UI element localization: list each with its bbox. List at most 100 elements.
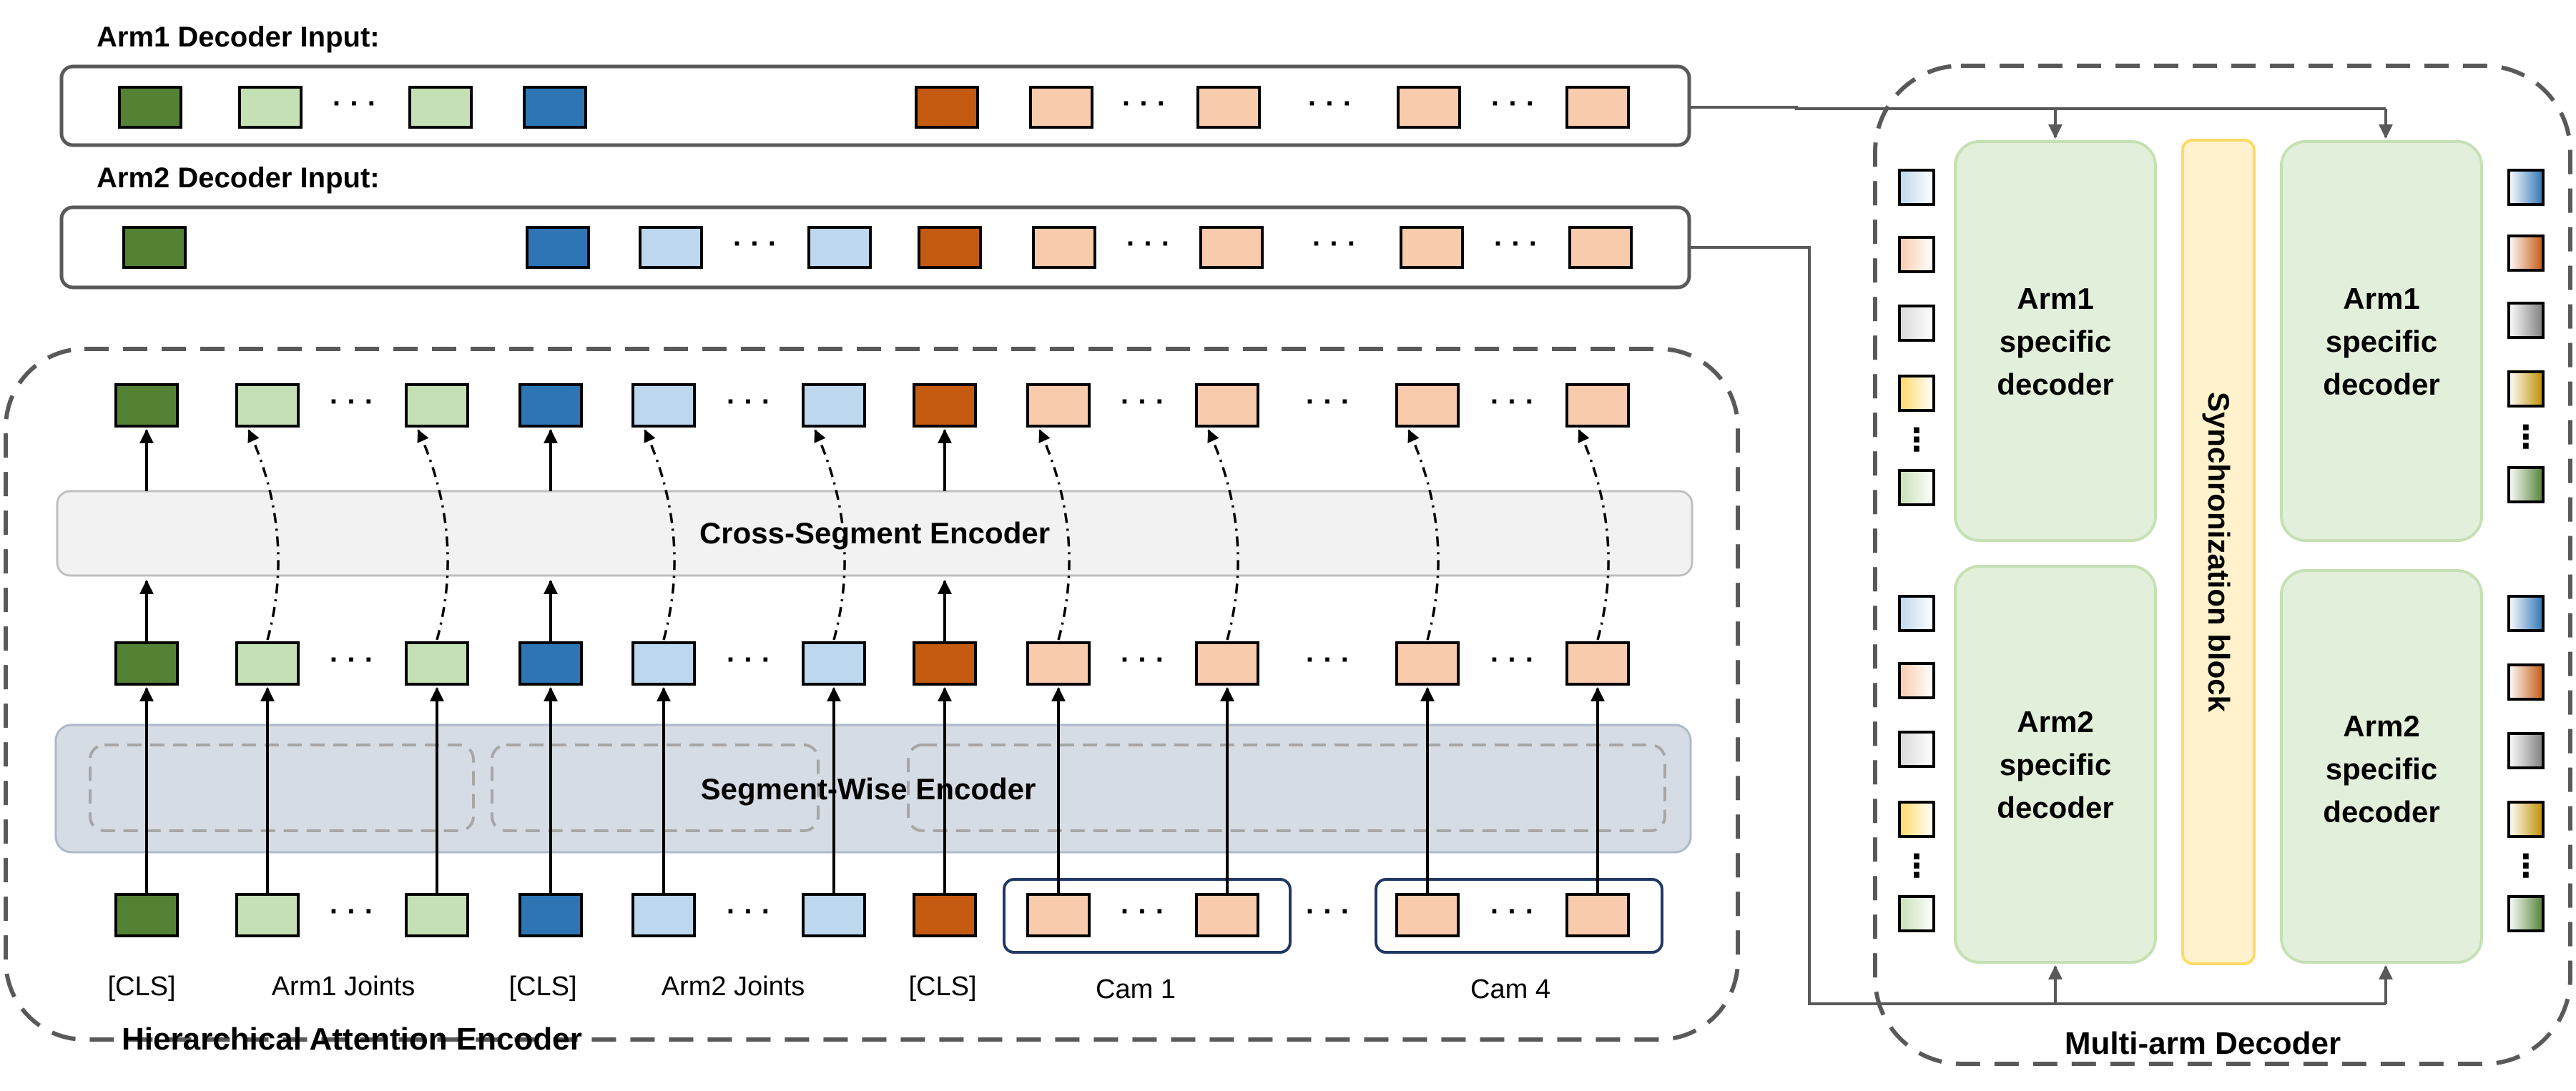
enc-mid-token-cls-arm2-3 [518, 641, 583, 686]
encoder-dashed-connections [247, 429, 1610, 641]
enc-top-token-cls-cam-6 [913, 383, 977, 428]
decoder-right-upper-token-blue [2507, 169, 2545, 206]
arm1-decoder-right-line-1: Arm1 [2343, 282, 2419, 315]
arm1-input-ellipsis-2: · · · [1308, 88, 1352, 119]
token-label-cam1: Cam 1 [1096, 974, 1176, 1004]
arm1-input-token-cam-patch-5 [1029, 86, 1093, 129]
cross-segment-encoder-label: Cross-Segment Encoder [699, 516, 1050, 550]
encoder-arrows [139, 429, 1605, 893]
arm2-decoder-right [2280, 569, 2483, 964]
decoder-left-lower-token-yellow [1898, 801, 1935, 838]
decoder-right-lower-token-orange [2507, 663, 2545, 701]
cross-segment-encoder-box [56, 490, 1693, 577]
encoder-middle-tokens: · · ·· · ·· · ·· · ·· · · [114, 641, 1630, 686]
synchronization-block [2181, 139, 2256, 965]
decoder-left-lower-token-blue [1898, 595, 1935, 632]
decoder-right-upper-token-yellow [2507, 370, 2545, 408]
cam4-group-box [1375, 878, 1663, 954]
enc-bot-token-cls-cam-6 [913, 893, 977, 937]
enc-top-token-cls-arm1-0 [114, 383, 179, 428]
decoder-right-lower-vertical-ellipsis: ⋮ [2510, 849, 2542, 884]
enc-skip-connection-4 [644, 429, 676, 641]
arm2-input-token-cam-patch-6 [1199, 226, 1264, 269]
decoder-left-upper-token-green [1898, 469, 1935, 506]
hierarchical-encoder-frame [4, 347, 1740, 1042]
enc-top-token-cam-patch-8 [1195, 383, 1259, 428]
enc-bot-token-cam-patch-10 [1565, 893, 1630, 937]
enc-top-token-cam-patch-10 [1565, 383, 1630, 428]
enc-top-token-cam-patch-7 [1026, 383, 1091, 428]
enc-top-token-arm2-joint-4 [631, 383, 696, 428]
arm1-decoder-input-tokens: · · ·· · ·· · ·· · · [118, 86, 1630, 129]
enc-top-token-arm2-joint-5 [802, 383, 866, 428]
arm1-input-token-cls-cam-4 [915, 86, 979, 129]
enc-skip-connection-8 [1207, 429, 1239, 641]
enc-mid-ellipsis-4: · · · [1490, 644, 1535, 676]
enc-mid-token-arm1-joint-2 [405, 641, 469, 686]
decoder-right-lower-token-blue [2507, 595, 2545, 632]
token-label-cls-3: [CLS] [908, 972, 976, 1002]
decoder-right-upper-vertical-ellipsis: ⋮ [2510, 420, 2542, 455]
arm1-decoder-right-line-2: specific [2326, 325, 2437, 358]
token-label-arm1-joints: Arm1 Joints [272, 972, 416, 1002]
encoder-input-tokens: · · ·· · ·· · ·· · ·· · · [114, 893, 1630, 937]
enc-bot-token-arm1-joint-2 [405, 893, 469, 937]
arm2-decoder-right-line-2: specific [2326, 752, 2437, 786]
arm2-input-token-cam-patch-5 [1032, 226, 1096, 269]
enc-bot-token-cam-patch-7 [1026, 893, 1091, 937]
arm2-input-token-cls-arm2-1 [526, 226, 590, 269]
arm2-input-token-cls-cam-4 [918, 226, 982, 269]
arm2-decoder-left [1954, 565, 2157, 964]
enc-mid-token-arm1-joint-1 [235, 641, 300, 686]
enc-bot-ellipsis-4: · · · [1490, 896, 1535, 927]
arm2-input-ellipsis-3: · · · [1494, 228, 1538, 260]
enc-mid-token-arm2-joint-4 [631, 641, 696, 686]
enc-mid-ellipsis-3: · · · [1306, 644, 1350, 676]
enc-mid-ellipsis-2: · · · [1121, 644, 1165, 676]
arm2-decoder-input-tokens: · · ·· · ·· · ·· · · [122, 226, 1633, 269]
arm2-decoder-input-label: Arm2 Decoder Input: [97, 162, 380, 194]
decoder-left-lower-token-green [1898, 895, 1935, 932]
enc-mid-token-cam-patch-8 [1195, 641, 1259, 686]
arm2-input-connector [1689, 246, 2386, 1005]
segment-group-arm2 [491, 744, 820, 832]
arm2-input-ellipsis-0: · · · [733, 228, 777, 260]
sync-block-label: Synchronization block [2202, 392, 2236, 713]
decoder-right-upper-token-green [2507, 466, 2545, 503]
enc-skip-connection-1 [247, 429, 280, 641]
enc-mid-token-arm2-joint-5 [802, 641, 866, 686]
arm1-input-token-cls-arm2-3 [523, 86, 587, 129]
enc-top-ellipsis-4: · · · [1490, 386, 1535, 418]
enc-mid-ellipsis-0: · · · [330, 644, 374, 676]
hierarchical-encoder-title: Hierarchical Attention Encoder [122, 1022, 582, 1057]
arm1-decoder-left [1954, 140, 2157, 542]
enc-top-ellipsis-2: · · · [1121, 386, 1165, 418]
segment-wise-encoder-label: Segment-Wise Encoder [701, 772, 1036, 806]
arm2-input-ellipsis-1: · · · [1126, 228, 1171, 260]
enc-mid-token-cam-patch-9 [1395, 641, 1460, 686]
encoder-output-tokens: · · ·· · ·· · ·· · ·· · · [114, 383, 1630, 428]
arm2-decoder-right-text: Arm2 specific decoder [2323, 709, 2439, 829]
enc-skip-connection-10 [1578, 429, 1610, 641]
enc-skip-connection-7 [1038, 429, 1071, 641]
arm1-input-connector [1689, 106, 2386, 110]
enc-top-ellipsis-3: · · · [1306, 386, 1350, 418]
enc-top-token-cam-patch-9 [1395, 383, 1460, 428]
token-label-cls-1: [CLS] [107, 972, 175, 1002]
arm2-input-token-arm2-joint-3 [807, 226, 872, 269]
decoder-left-lower-vertical-ellipsis: ⋮ [1901, 849, 1932, 884]
segment-group-cams [907, 744, 1666, 832]
arm1-input-token-cam-patch-6 [1196, 86, 1261, 129]
enc-mid-token-cls-arm1-0 [114, 641, 179, 686]
enc-bot-token-arm1-joint-1 [235, 893, 300, 937]
arm1-input-token-cam-patch-7 [1397, 86, 1461, 129]
token-label-cam4: Cam 4 [1470, 974, 1550, 1004]
enc-mid-token-cam-patch-10 [1565, 641, 1630, 686]
enc-bot-token-cls-arm2-3 [518, 893, 583, 937]
enc-top-ellipsis-1: · · · [727, 386, 771, 418]
enc-bot-token-arm2-joint-5 [802, 893, 866, 937]
decoder-left-upper-vertical-ellipsis: ⋮ [1901, 423, 1932, 458]
arm1-decoder-right-text: Arm1 specific decoder [2323, 282, 2439, 401]
arm1-decoder-input-label: Arm1 Decoder Input: [97, 21, 380, 53]
decoder-left-upper-token-blue [1898, 169, 1935, 206]
